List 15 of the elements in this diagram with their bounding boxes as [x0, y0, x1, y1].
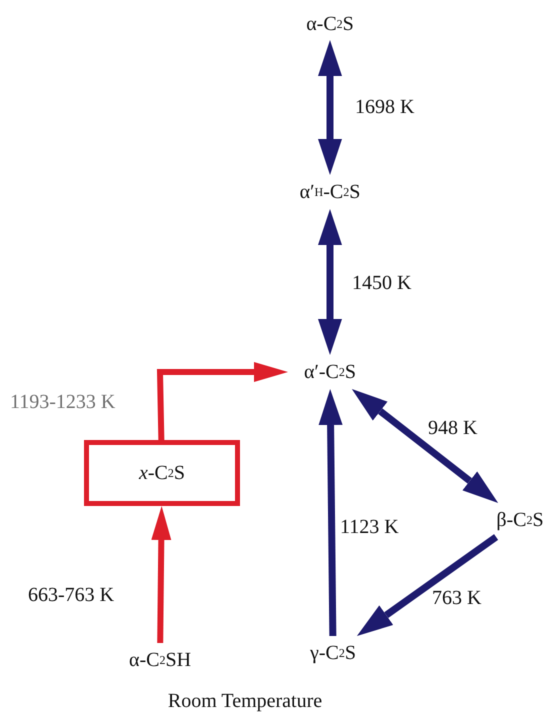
axis-note: Room Temperature — [168, 690, 322, 713]
edge-label: 763 K — [432, 586, 482, 610]
edge-label: 1193-1233 K — [10, 390, 116, 414]
arrow — [318, 209, 342, 355]
edge-label: 663-763 K — [28, 583, 114, 607]
arrow — [318, 389, 343, 636]
edge-label: 948 K — [428, 416, 478, 440]
arrow — [318, 40, 342, 175]
edge-label: 1698 K — [355, 95, 414, 119]
arrow — [356, 534, 498, 636]
edge-label: 1450 K — [352, 271, 412, 295]
arrow — [156, 362, 288, 440]
arrow — [352, 389, 498, 503]
edge-label: 1123 K — [340, 515, 399, 539]
arrow — [151, 506, 172, 644]
